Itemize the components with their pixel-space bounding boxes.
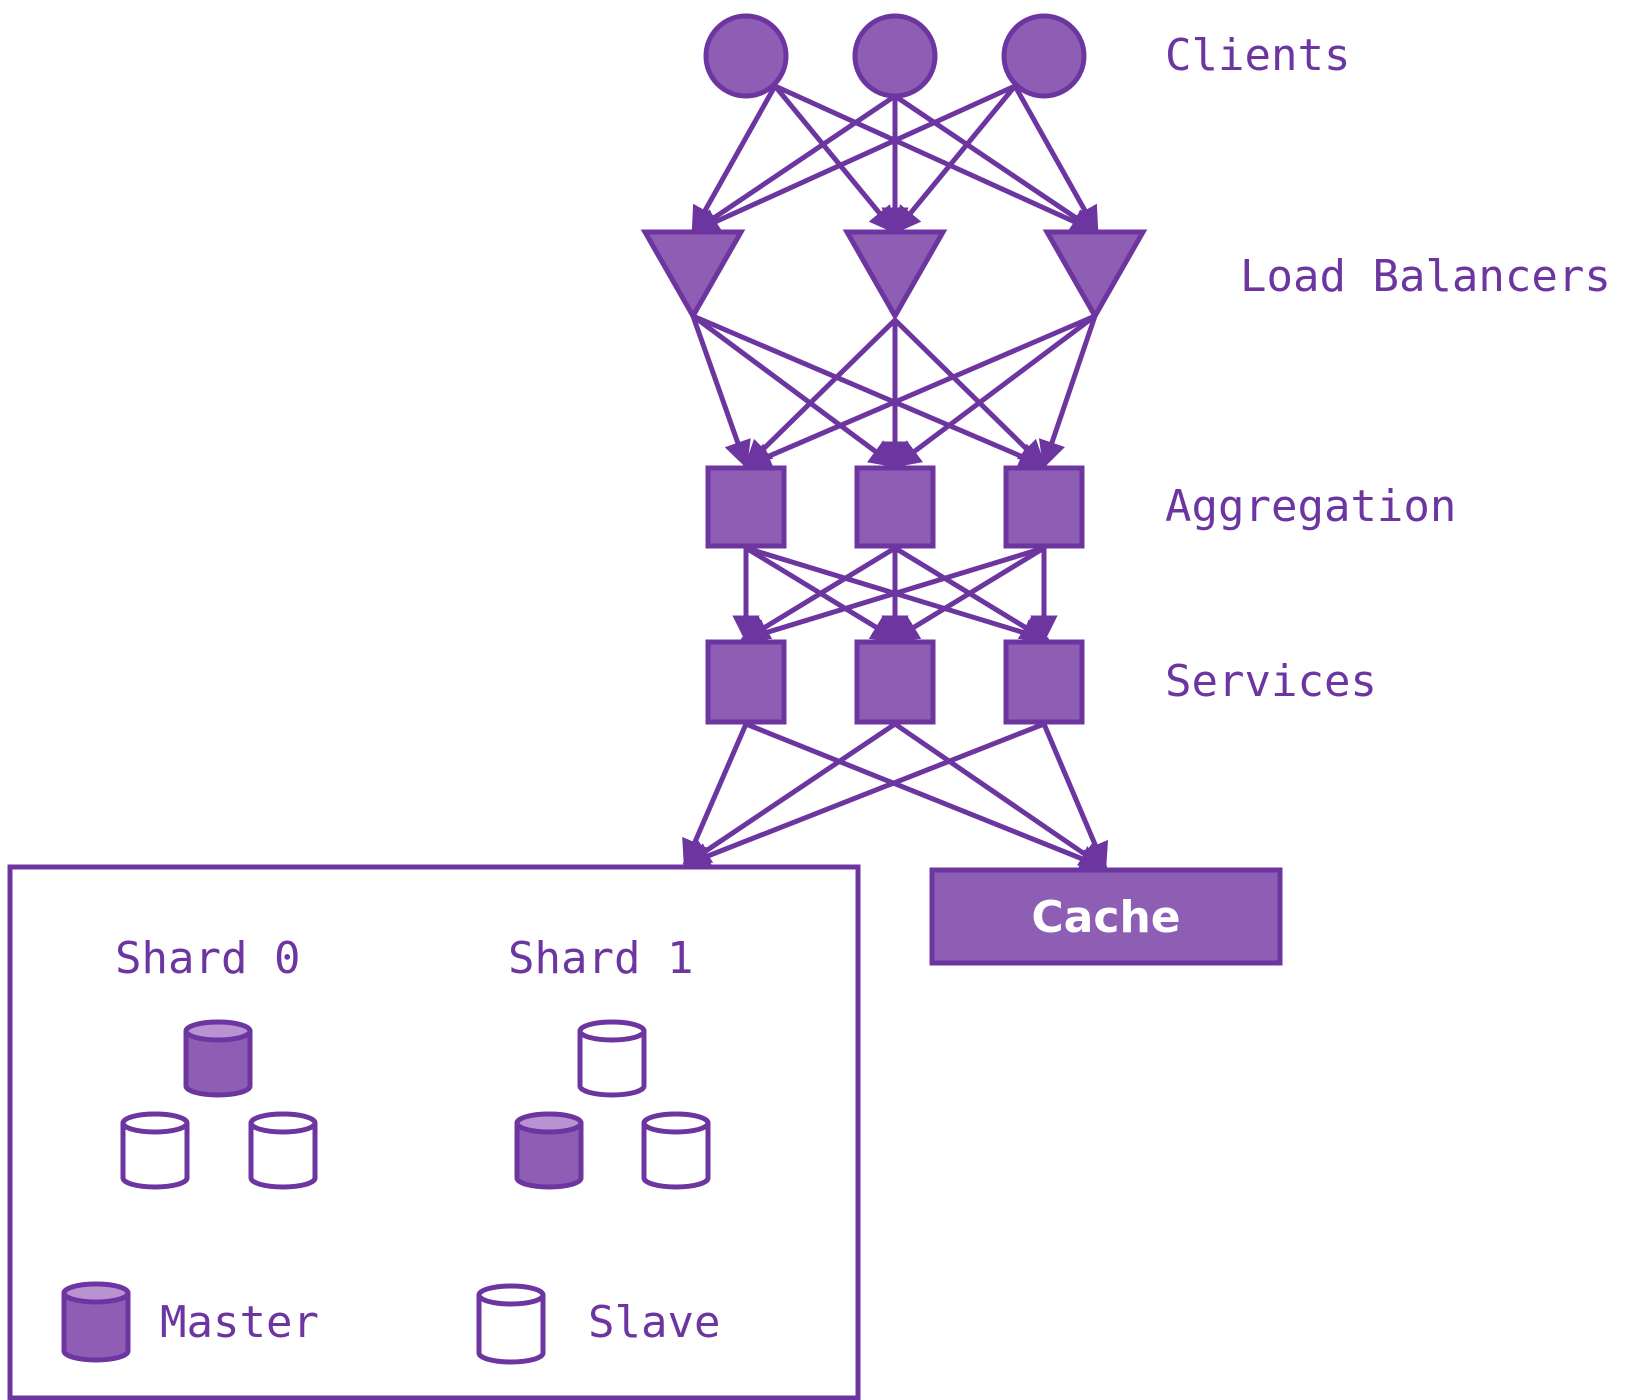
client-to-lb-arrow [773,84,897,235]
slave-database-icon [641,1111,711,1190]
lb-to-aggregation-arrow [743,313,1096,469]
lb-to-aggregation-arrow [691,313,898,469]
aggregation-to-service-arrow [739,545,1045,646]
slave-database-icon [577,1019,647,1098]
slave-database-icon [120,1111,190,1190]
database-cylinder-body [514,1120,584,1190]
master-database-icon [183,1019,253,1098]
cache-box [929,867,1283,966]
master-database-icon [514,1111,584,1190]
service-square-icon [705,639,787,725]
load-balancer-triangle-icon [1042,229,1148,322]
database-cylinder-cap [120,1111,190,1135]
database-nodes [61,1019,711,1365]
load-balancer-triangle-icon [842,229,948,322]
lb-to-aggregation-arrow [893,318,1046,468]
lb-to-aggregation-arrow [744,318,897,468]
client-to-lb-arrow [690,84,778,235]
database-cylinder-body [61,1290,131,1363]
database-cylinder-cap [641,1111,711,1135]
database-cylinder-cap [183,1019,253,1043]
client-to-lb-arrow [690,83,1017,235]
shard-1-label: Shard 1 [508,933,693,984]
database-cylinder-body [248,1120,318,1190]
service-to-cache-arrow [745,721,1108,872]
client-circle-icon [1001,13,1087,99]
load-balancers-label: Load Balancers [1240,251,1611,302]
slave-database-icon [248,1111,318,1190]
client-to-lb-arrow [1012,84,1100,235]
client-to-lb-arrow [893,84,1017,235]
legend-slave-icon [476,1283,546,1365]
load-balancer-triangle-icon [640,229,746,322]
services-label: Services [1165,656,1377,707]
aggregation-square-icon [705,465,787,549]
service-square-icon [854,639,936,725]
lb-to-aggregation-arrow [692,313,1047,469]
legend-master-label: Master [160,1297,319,1348]
service-to-database-arrow [682,721,1045,869]
clients-label: Clients [1165,30,1350,81]
cache-label: Cache [1031,892,1180,943]
legend-master-icon [61,1281,131,1363]
database-cylinder-body [476,1292,546,1365]
database-cylinder-cap [476,1283,546,1307]
aggregation-to-service-arrow [890,545,1046,643]
database-cylinder-cap [61,1281,131,1305]
connection-arrows [682,83,1109,872]
service-square-icon [1003,639,1085,725]
service-to-database-arrow [682,721,897,868]
lb-to-aggregation-arrow [892,314,1097,468]
client-circle-icon [852,13,938,99]
client-to-lb-arrow [773,83,1100,235]
client-to-lb-arrow [690,93,897,235]
database-cylinder-body [641,1120,711,1190]
aggregation-square-icon [1003,465,1085,549]
database-cylinder-body [577,1028,647,1098]
database-box [7,864,861,1400]
lb-to-aggregation-arrow [690,315,751,469]
aggregation-square-icon [854,465,936,549]
legend-slave-label: Slave [588,1297,720,1348]
database-cylinder-body [120,1120,190,1190]
database-cylinder-body [183,1028,253,1098]
service-to-cache-arrow [893,721,1108,871]
database-cylinder-cap [514,1111,584,1135]
tier-nodes [640,13,1148,725]
client-circle-icon [703,13,789,99]
service-to-cache-arrow [1041,723,1109,871]
lb-to-aggregation-arrow [1038,315,1098,469]
client-to-lb-arrow [893,93,1100,235]
database-cylinder-cap [577,1019,647,1043]
shard-0-label: Shard 0 [115,933,300,984]
aggregation-label: Aggregation [1165,481,1456,532]
database-cylinder-cap [248,1111,318,1135]
